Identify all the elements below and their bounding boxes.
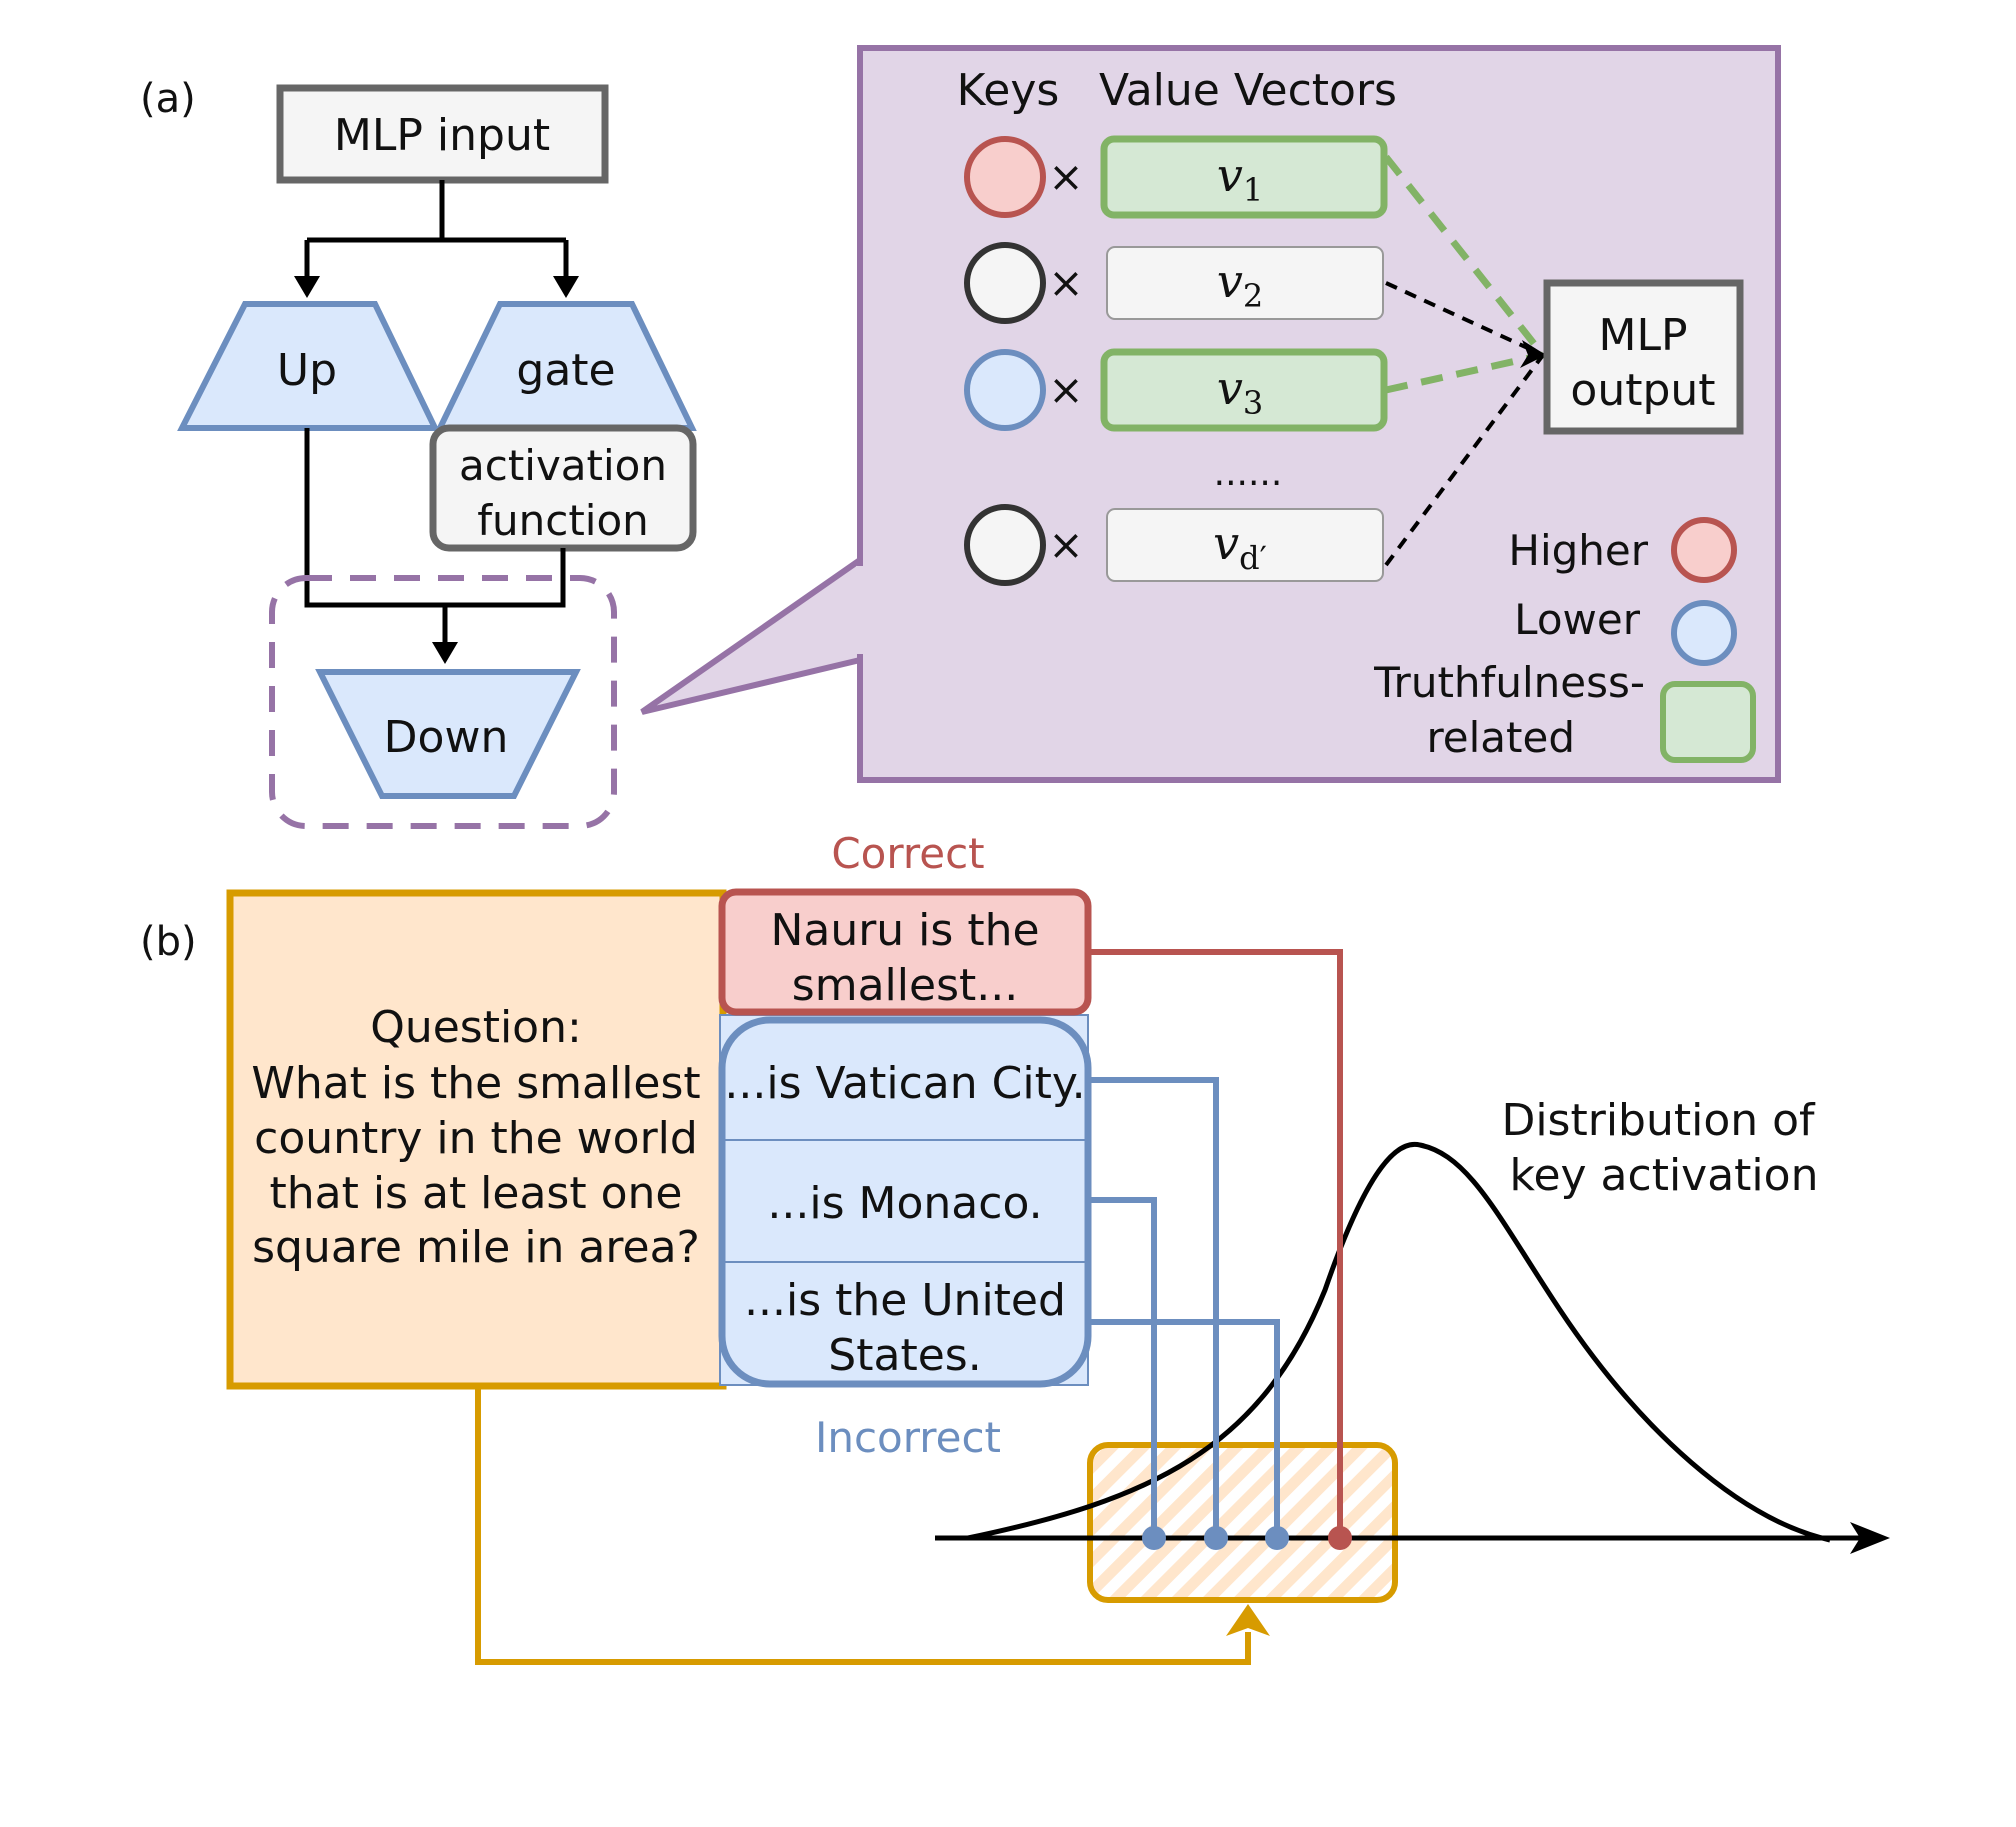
incorrect-point-3 bbox=[1265, 1526, 1289, 1550]
incorrect-connector-1 bbox=[1088, 1077, 1219, 1538]
activation-axis-arrowhead bbox=[1850, 1522, 1890, 1554]
panel-b-label: (b) bbox=[140, 919, 197, 965]
question-line-1: Question: bbox=[370, 1002, 582, 1053]
correct-answer-line1: Nauru is the bbox=[770, 905, 1039, 956]
question-line-5: square mile in area? bbox=[252, 1222, 700, 1273]
incorrect-answer-3-line2: States. bbox=[828, 1330, 981, 1381]
down-highlight-dashed bbox=[269, 575, 617, 829]
legend-truthful-label-line1: Truthfulness- bbox=[1373, 658, 1645, 707]
correct-label: Correct bbox=[831, 829, 984, 878]
mlp-output-line2: output bbox=[1570, 365, 1715, 416]
mlp-output-line1: MLP bbox=[1598, 310, 1687, 361]
incorrect-connector-3 bbox=[1088, 1319, 1280, 1538]
legend-lower-label: Lower bbox=[1514, 595, 1641, 644]
key-circle-3 bbox=[964, 349, 1046, 431]
legend-higher-label: Higher bbox=[1508, 526, 1648, 575]
gate-label: gate bbox=[516, 345, 615, 396]
vector-ellipsis: ...... bbox=[1214, 453, 1283, 494]
callout-pointer bbox=[640, 554, 863, 715]
value-vector-label-3: v3 bbox=[1217, 361, 1263, 422]
value-to-output-arrow-1 bbox=[1383, 154, 1546, 358]
value-vector-label-4: vd′ bbox=[1213, 516, 1267, 577]
question-box bbox=[226, 889, 727, 1390]
activation-label-line2: function bbox=[477, 496, 649, 545]
down-projection-shape bbox=[315, 669, 581, 799]
legend-truthful-label-line2: related bbox=[1426, 713, 1575, 762]
incorrect-connector-2 bbox=[1088, 1197, 1157, 1538]
question-line-4: that is at least one bbox=[270, 1168, 683, 1219]
question-to-region-connector bbox=[475, 1386, 1251, 1665]
key-circle-1 bbox=[964, 136, 1046, 218]
distribution-label-line2: key activation bbox=[1510, 1150, 1819, 1201]
merge-connector bbox=[304, 428, 566, 608]
incorrect-label: Incorrect bbox=[815, 1413, 1001, 1462]
distribution-curve bbox=[967, 1141, 1831, 1543]
arrowhead-up bbox=[294, 276, 320, 298]
incorrect-answer-1: ...is Vatican City. bbox=[724, 1058, 1085, 1109]
question-arrowhead bbox=[1226, 1604, 1270, 1636]
question-line-3: country in the world bbox=[254, 1113, 698, 1164]
legend-lower-swatch bbox=[1671, 600, 1737, 666]
multiply-sign-2: × bbox=[1048, 258, 1083, 307]
up-label: Up bbox=[277, 345, 337, 396]
value-vector-box-2 bbox=[1106, 246, 1384, 320]
mlp-output-box bbox=[1543, 279, 1744, 435]
value-vector-label-2: v2 bbox=[1217, 254, 1263, 315]
incorrect-answer-3-line1: ...is the United bbox=[744, 1275, 1066, 1326]
output-arrowhead bbox=[1520, 340, 1546, 368]
incorrect-answer-2: ...is Monaco. bbox=[767, 1178, 1042, 1229]
incorrect-point-2 bbox=[1204, 1526, 1228, 1550]
callout-joint bbox=[856, 566, 866, 654]
down-label: Down bbox=[384, 712, 509, 763]
arrowhead-gate bbox=[553, 276, 579, 298]
multiply-sign-3: × bbox=[1048, 365, 1083, 414]
value-vector-box-4 bbox=[1106, 508, 1384, 582]
value-to-output-arrow-3 bbox=[1385, 351, 1544, 394]
value-to-output-arrow-2 bbox=[1385, 281, 1544, 357]
value-vector-label-1: v1 bbox=[1217, 148, 1263, 209]
multiply-sign-1: × bbox=[1048, 152, 1083, 201]
correct-answer-line2: smallest... bbox=[792, 960, 1018, 1011]
value-vector-box-1 bbox=[1100, 135, 1388, 219]
correct-point bbox=[1328, 1526, 1352, 1550]
incorrect-point-1 bbox=[1142, 1526, 1166, 1550]
correct-connector bbox=[1088, 949, 1343, 1538]
activation-region-highlight bbox=[1087, 1442, 1398, 1603]
value-vectors-header: Value Vectors bbox=[1099, 65, 1397, 116]
split-connector bbox=[307, 180, 566, 243]
value-vector-box-3 bbox=[1100, 348, 1388, 432]
keys-header: Keys bbox=[957, 65, 1060, 116]
panel-a-label: (a) bbox=[140, 76, 196, 122]
mlp-input-label: MLP input bbox=[334, 110, 550, 161]
key-circle-4 bbox=[964, 504, 1046, 586]
key-value-rows: × v1 × v2 × v3 × vd′ bbox=[964, 135, 1546, 586]
arrowhead-down bbox=[432, 642, 458, 664]
multiply-sign-4: × bbox=[1048, 520, 1083, 569]
legend-higher-swatch bbox=[1671, 517, 1737, 583]
gate-projection-shape bbox=[435, 301, 697, 431]
activation-label-line1: activation bbox=[459, 441, 667, 490]
up-projection-shape bbox=[177, 301, 440, 431]
value-to-output-arrow-4 bbox=[1384, 353, 1545, 567]
key-circle-2 bbox=[964, 242, 1046, 324]
question-line-2: What is the smallest bbox=[251, 1058, 700, 1109]
legend-truthful-swatch bbox=[1660, 681, 1756, 763]
distribution-label-line1: Distribution of bbox=[1501, 1095, 1816, 1146]
